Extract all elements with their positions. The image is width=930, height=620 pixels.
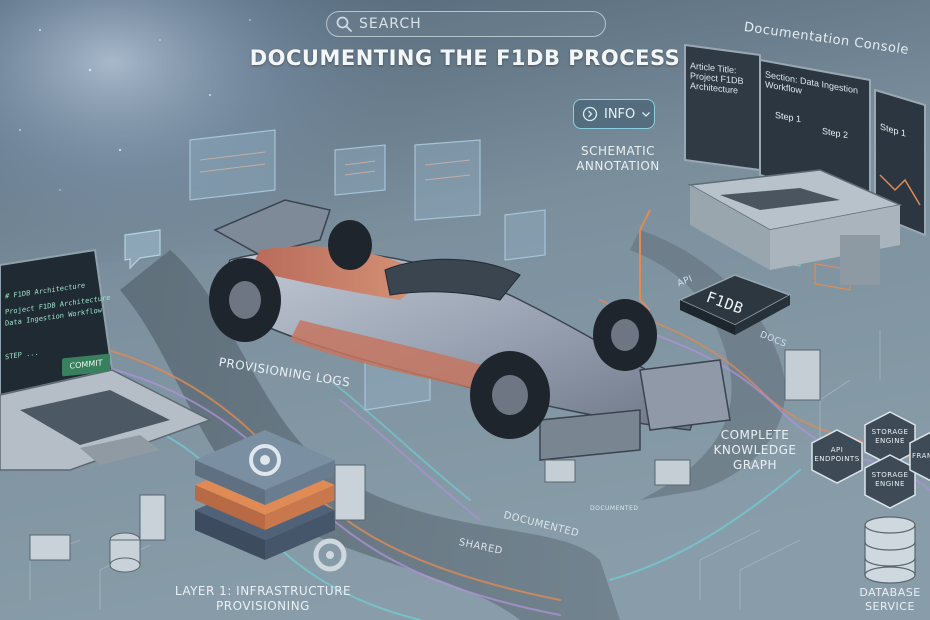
label-database-service: DATABASE SERVICE xyxy=(859,586,921,613)
node-fram: FRAM xyxy=(912,452,930,460)
label-documented-small: DOCUMENTED xyxy=(590,505,639,512)
page-title: DOCUMENTING THE F1DB PROCESS xyxy=(249,46,681,70)
search-placeholder: SEARCH xyxy=(359,16,422,32)
node-storage-engine-2: STORAGE ENGINE xyxy=(871,471,909,488)
node-api-endpoints: API ENDPOINTS xyxy=(814,446,860,463)
search-bar[interactable]: SEARCH xyxy=(326,11,606,37)
label-layer1: LAYER 1: INFRASTRUCTURE PROVISIONING xyxy=(174,584,352,613)
label-schematic-annotation: SCHEMATIC ANNOTATION xyxy=(576,144,660,173)
chevron-down-icon xyxy=(642,112,651,117)
search-icon xyxy=(336,16,352,32)
info-label: INFO xyxy=(604,106,636,122)
label-knowledge-graph: COMPLETE KNOWLEDGE GRAPH xyxy=(713,428,797,472)
info-button[interactable]: INFO xyxy=(573,99,655,129)
chevron-right-circle-icon xyxy=(582,106,598,122)
node-storage-engine-1: STORAGE ENGINE xyxy=(871,428,909,445)
